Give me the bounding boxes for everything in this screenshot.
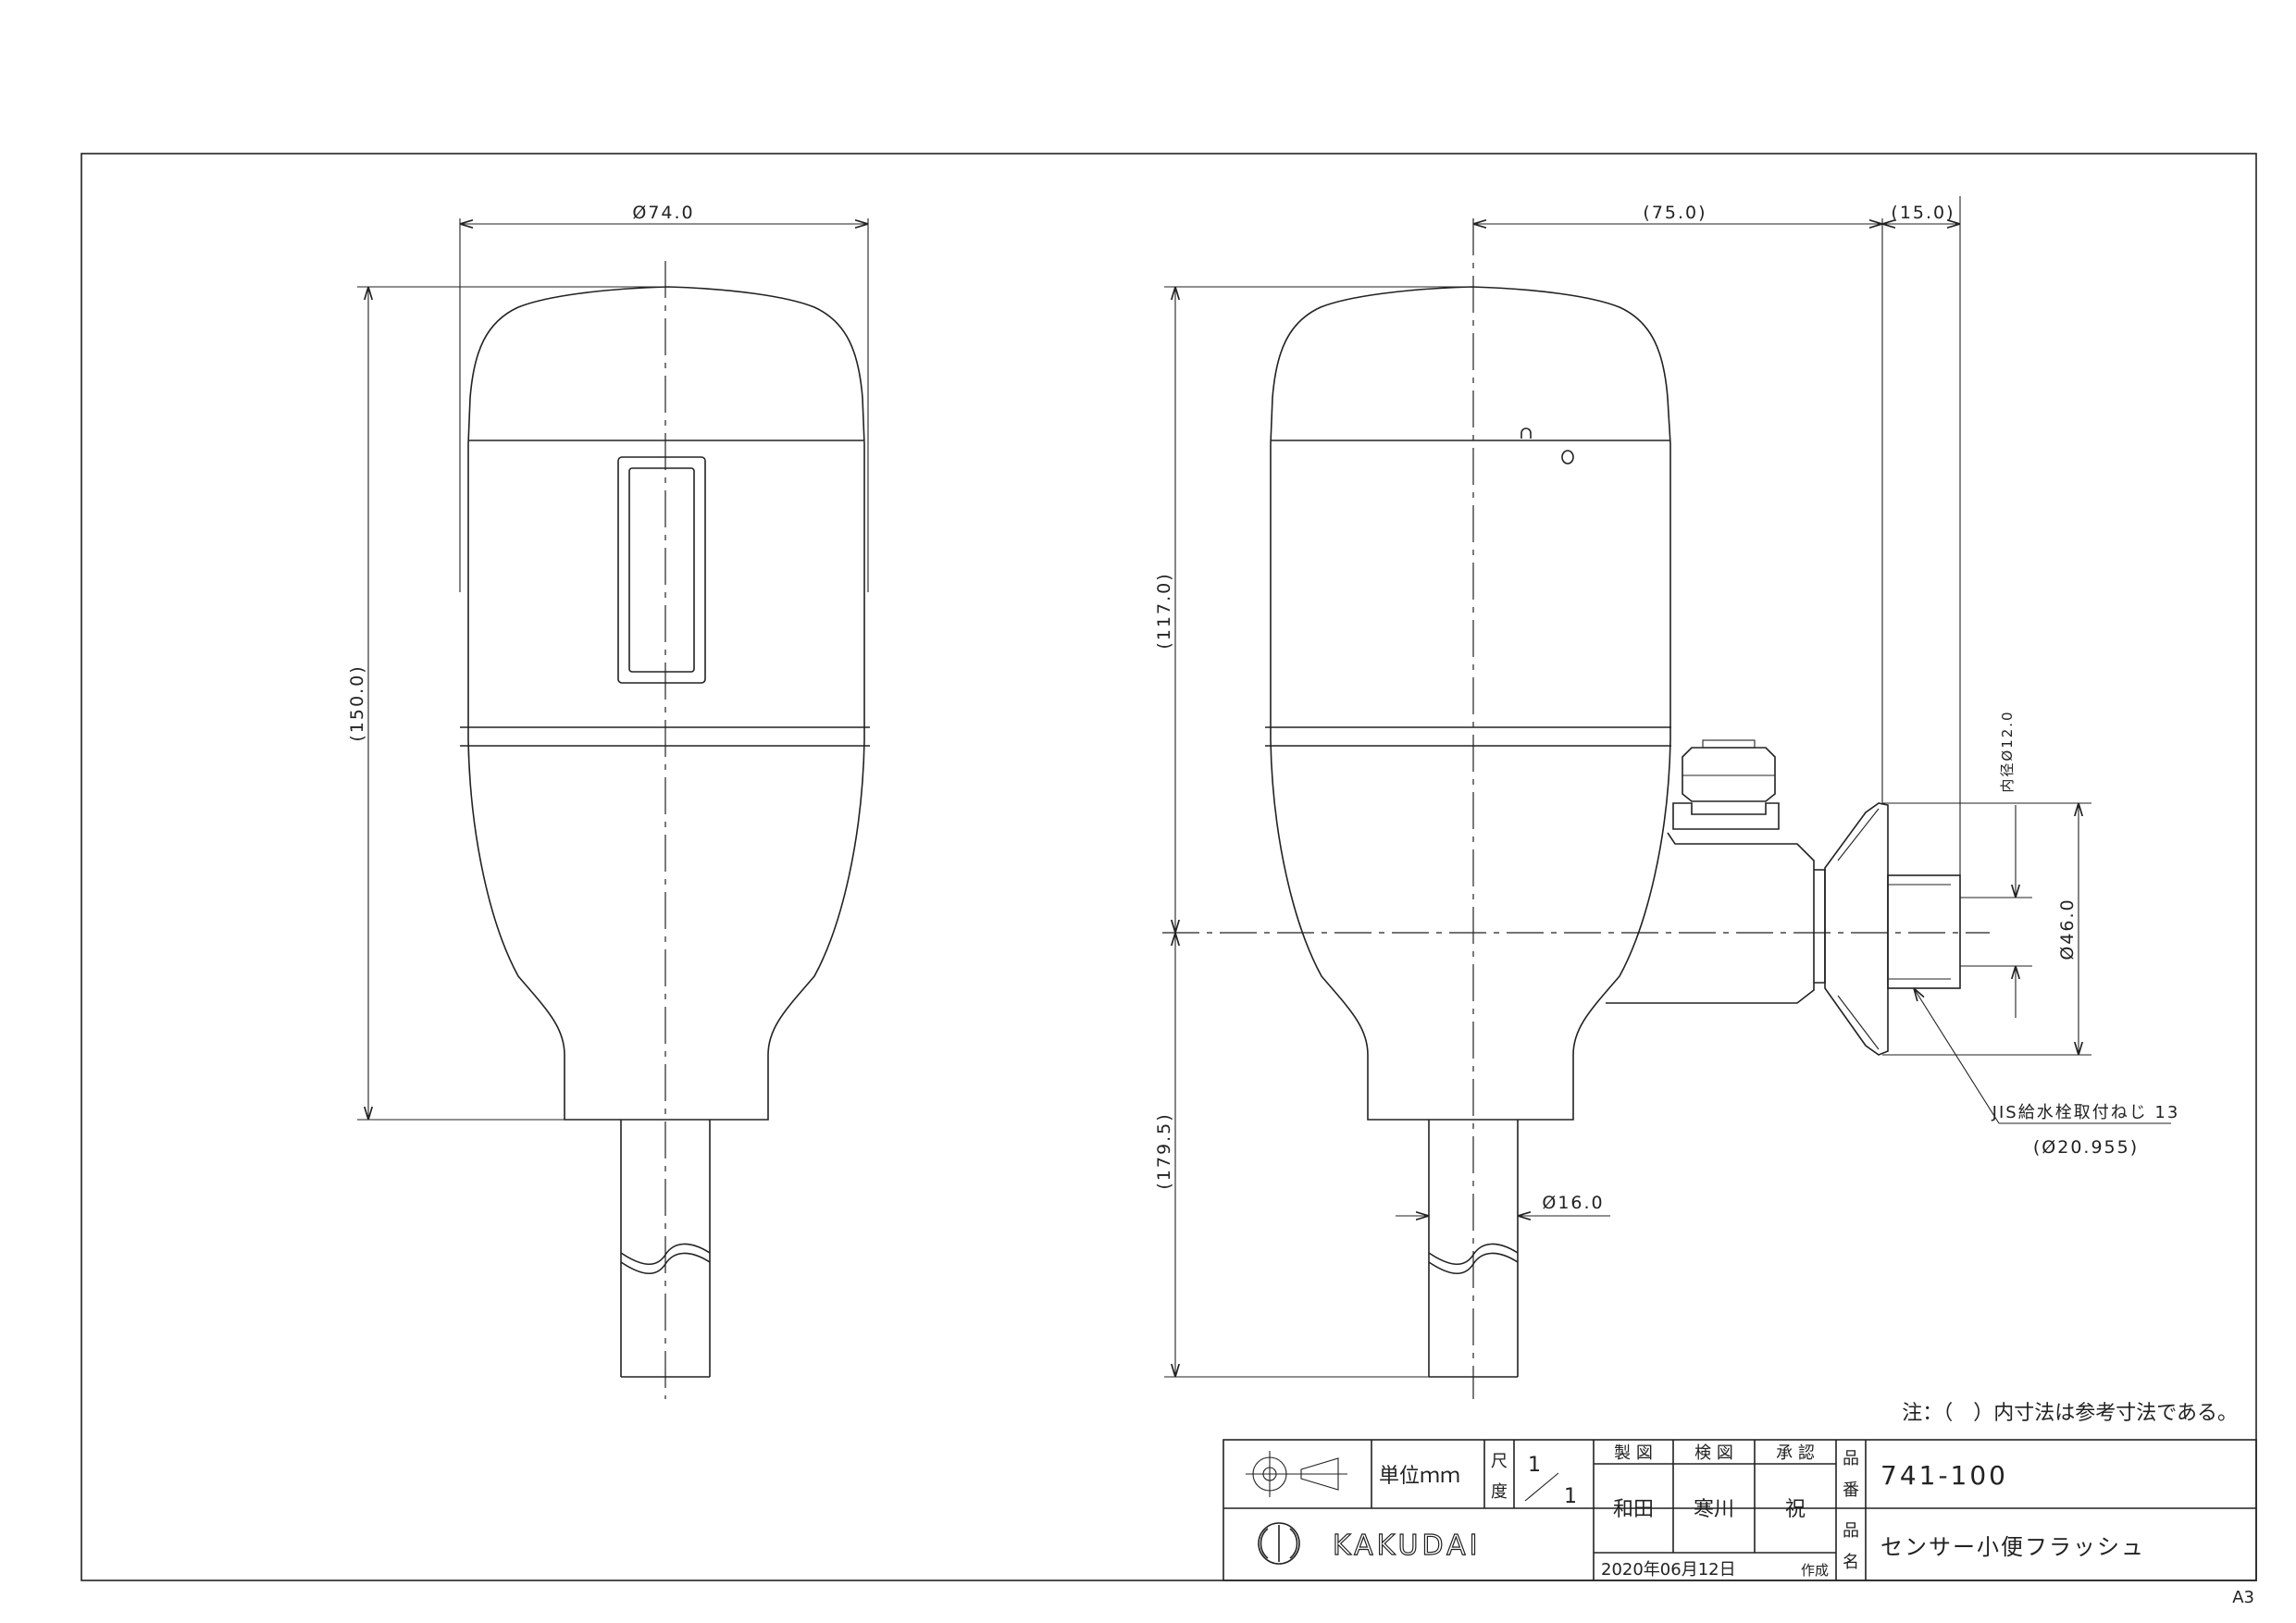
- part-no-label-1: 品: [1843, 1449, 1859, 1468]
- front-height-label: (150.0): [347, 664, 367, 741]
- scale-label-1: 尺: [1491, 1452, 1508, 1471]
- side-lower-label: (179.5): [1154, 1112, 1174, 1189]
- scale-slash: [1524, 1472, 1559, 1502]
- side-thread-label: (15.0): [1891, 203, 1955, 223]
- drawn-by: 和田: [1613, 1498, 1654, 1521]
- flange: [1824, 802, 1889, 1056]
- title-block-frame: [1222, 1439, 2257, 1581]
- creation-suffix: 作成: [1801, 1562, 1829, 1579]
- title-block: 単位ｍｍ 尺 度 1 1 製 図 検 図 承 認 和田 寒川 祝 品 番 741…: [1222, 1439, 2257, 1581]
- approved-by: 祝: [1785, 1498, 1806, 1521]
- unit-label: 単位ｍｍ: [1379, 1465, 1460, 1488]
- thread-diameter-label: (Ø20.955): [2033, 1137, 2139, 1158]
- drawn-label: 製 図: [1614, 1443, 1653, 1463]
- sensor-window-outer: [617, 456, 706, 684]
- thread-spec-label: JIS給水栓取付ねじ 13: [1992, 1103, 2180, 1122]
- valve-hex-cap: [1702, 739, 1756, 749]
- side-upper-label: (117.0): [1154, 572, 1174, 649]
- reference-note: 注：（ ）内寸法は参考寸法である。: [1902, 1402, 2238, 1425]
- thread-leader-line: [1914, 988, 2000, 1124]
- flange-diameter-label: Ø46.0: [2057, 898, 2078, 960]
- creation-date: 2020年06月12日: [1601, 1560, 1736, 1580]
- front-view: Ø74.0 (150.0): [347, 203, 870, 1399]
- part-number: 741-100: [1880, 1460, 2008, 1491]
- valve-body-joint: [1814, 869, 1826, 984]
- checked-label: 検 図: [1694, 1443, 1733, 1463]
- scale-denominator: 1: [1564, 1485, 1577, 1508]
- drawing-frame: [81, 153, 2257, 1581]
- side-view: (75.0) (15.0) (117.0) (179.5) Ø16.0 内径Ø1…: [1154, 196, 2180, 1399]
- front-body-outline: [467, 286, 865, 1121]
- flange-face: [1837, 808, 1880, 861]
- part-name: センサー小便フラッシュ: [1880, 1534, 2145, 1560]
- inner-diameter-label: 内径Ø12.0: [1999, 710, 2016, 792]
- valve-neck: [1672, 802, 1780, 830]
- valve-hex-nut: [1682, 747, 1776, 802]
- scale-numerator: 1: [1528, 1454, 1541, 1477]
- approved-label: 承 認: [1776, 1443, 1815, 1463]
- scale-label-2: 度: [1491, 1482, 1508, 1502]
- checked-by: 寒川: [1694, 1498, 1734, 1521]
- thread-nipple: [1887, 874, 1961, 989]
- part-name-label-1: 品: [1843, 1521, 1859, 1541]
- front-width-label: Ø74.0: [632, 203, 694, 223]
- side-offset-label: (75.0): [1643, 203, 1706, 223]
- side-indicator-mark: [1520, 427, 1532, 439]
- company-name: KAKUDAI: [1333, 1530, 1481, 1562]
- third-angle-projection-icon: [1246, 1451, 1347, 1497]
- valve-elbow-body: [1606, 832, 1815, 1004]
- sensor-window-inner: [628, 467, 695, 673]
- side-body-outline: [1270, 286, 1671, 1121]
- pipe-diameter-label: Ø16.0: [1542, 1193, 1604, 1213]
- flange-face-bottom: [1837, 995, 1880, 1050]
- sheet-size: A3: [2232, 1588, 2254, 1607]
- part-name-label-2: 名: [1843, 1553, 1859, 1572]
- kakudai-logo-icon: [1258, 1522, 1300, 1565]
- part-no-label-2: 番: [1843, 1481, 1859, 1500]
- side-sensor-dot: [1561, 450, 1574, 465]
